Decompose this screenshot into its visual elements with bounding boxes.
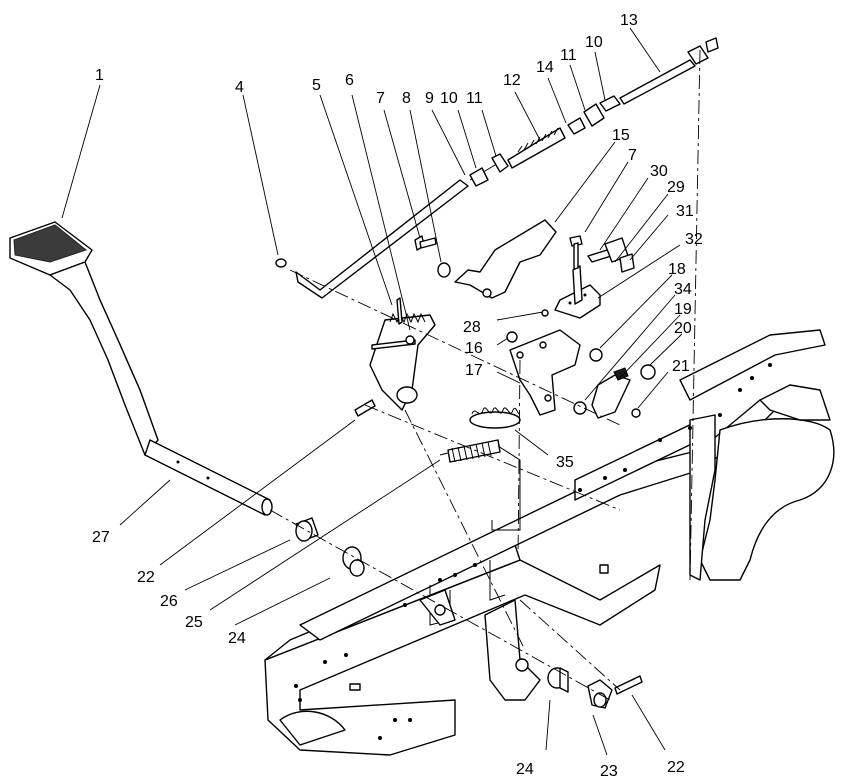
callout-11: 11 [466, 90, 483, 107]
brake-cable [469, 37, 719, 187]
callout-22: 22 [137, 569, 155, 586]
callout-28: 28 [463, 319, 481, 336]
nut-34 [573, 401, 587, 415]
callout-24: 24 [516, 761, 534, 778]
callout-11: 11 [560, 47, 577, 64]
bolt-7-left [414, 235, 437, 251]
callout-25: 25 [185, 614, 203, 631]
callout-17: 17 [465, 362, 483, 379]
callout-19: 19 [674, 301, 692, 318]
callout-15: 15 [612, 127, 630, 144]
nut-16 [506, 331, 518, 343]
callout-5: 5 [312, 77, 321, 94]
pin-22-upper [354, 399, 376, 417]
frame-assembly [264, 329, 835, 756]
callout-23: 23 [600, 763, 618, 780]
callout-14: 14 [536, 59, 554, 76]
callout-9: 9 [425, 90, 434, 107]
callout-16: 16 [465, 340, 483, 357]
lever-plate-15 [454, 219, 557, 299]
pin-22-lower [614, 675, 643, 695]
callout-10: 10 [440, 90, 458, 107]
screw-21 [631, 408, 641, 418]
callout-26: 26 [160, 593, 178, 610]
callout-21: 21 [672, 358, 690, 375]
ratchet-assembly [369, 297, 436, 411]
callout-7: 7 [376, 90, 385, 107]
callout-8: 8 [402, 90, 411, 107]
spring-35 [469, 407, 521, 429]
switch-bracket-32 [554, 265, 601, 319]
nut-8 [437, 262, 451, 278]
callout-30: 30 [650, 163, 668, 180]
bushing-24-lower [547, 667, 569, 693]
frame-holes [294, 363, 772, 740]
assembly-centerlines [269, 49, 701, 701]
switch-30 [587, 237, 629, 263]
callout-7: 7 [628, 147, 637, 164]
bushing-25 [342, 546, 365, 577]
callout-10: 10 [585, 34, 603, 51]
callout-12: 12 [503, 72, 521, 89]
pedal-shaft [144, 439, 273, 516]
nut-20 [640, 364, 656, 380]
callout-labels: 1 4 5 6 7 8 9 10 11 12 14 11 10 13 15 7 … [92, 12, 703, 780]
spring-brake [439, 439, 521, 531]
switch-19 [591, 367, 631, 419]
brake-rod [275, 161, 501, 299]
screw-31 [619, 253, 635, 273]
callout-29: 29 [667, 179, 685, 196]
callout-1: 1 [95, 67, 104, 84]
callout-22: 22 [667, 759, 685, 776]
callout-24: 24 [228, 630, 246, 647]
callout-27: 27 [92, 529, 110, 546]
callout-20: 20 [674, 320, 692, 337]
screw-28 [541, 309, 549, 317]
brake-pedal [9, 221, 159, 456]
callout-6: 6 [345, 72, 354, 89]
nut-18 [589, 348, 603, 362]
bushing-26 [295, 517, 319, 542]
spring-14 [517, 127, 559, 153]
callout-34: 34 [674, 281, 692, 298]
bracket-17 [509, 329, 581, 416]
callout-18: 18 [668, 261, 686, 278]
callout-4: 4 [235, 79, 244, 96]
leader-lines [61, 27, 683, 756]
bolt-7-right [569, 235, 583, 270]
callout-31: 31 [676, 203, 694, 220]
callout-32: 32 [685, 231, 703, 248]
callout-35: 35 [556, 454, 574, 471]
callout-13: 13 [620, 12, 638, 29]
